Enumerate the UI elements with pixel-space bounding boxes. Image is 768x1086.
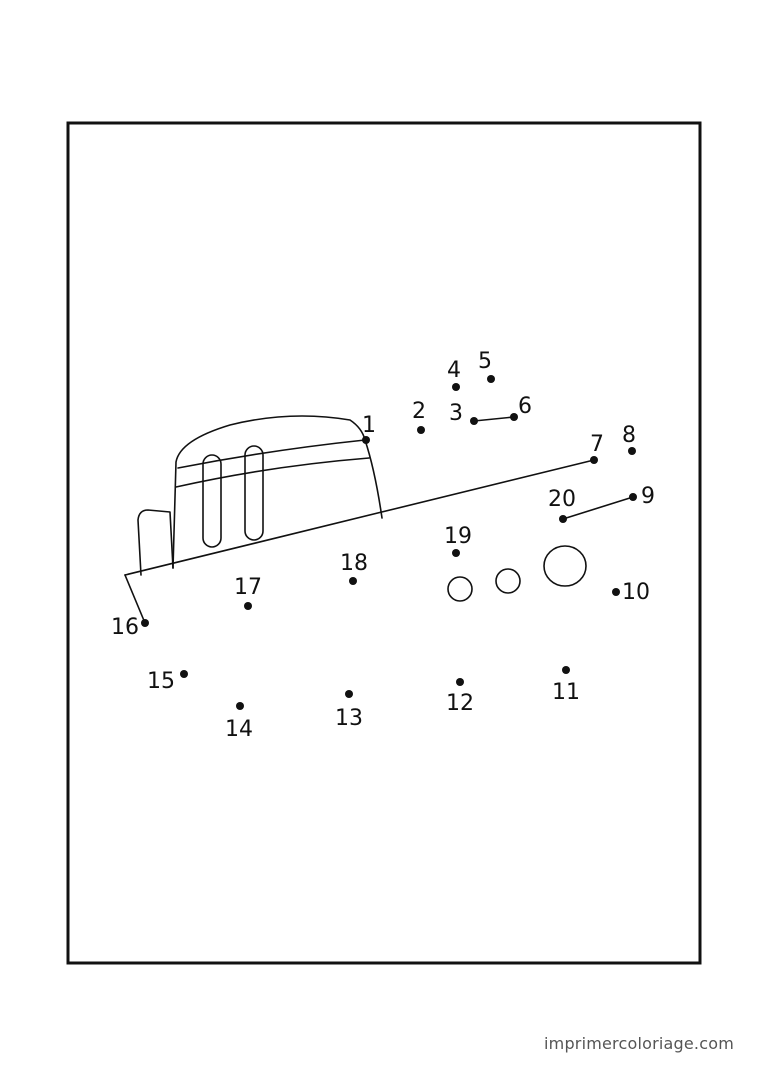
dot-number-label: 20	[548, 487, 576, 512]
dot-number-label: 9	[641, 484, 655, 509]
dot-13: 13	[335, 690, 363, 731]
dot-number-label: 12	[446, 691, 474, 716]
dot-marker	[628, 447, 636, 455]
dot-17: 17	[234, 575, 262, 610]
dot-marker	[452, 383, 460, 391]
dot-number-label: 16	[111, 615, 139, 640]
dot-number-label: 11	[552, 680, 580, 705]
dot-marker	[244, 602, 252, 610]
boat-deck-line	[124, 459, 595, 576]
site-footer: imprimercoloriage.com	[544, 1034, 734, 1053]
dot-6: 6	[510, 394, 532, 421]
dot-3: 3	[449, 401, 478, 426]
boat-cabin-stripe-top	[177, 439, 366, 469]
boat-small-cabin	[137, 509, 174, 576]
connector-3-6	[473, 416, 515, 422]
dot-number-label: 18	[340, 551, 368, 576]
dot-number-label: 6	[518, 394, 532, 419]
dot-marker	[349, 577, 357, 585]
dot-18: 18	[340, 551, 368, 585]
dot-number-label: 10	[622, 580, 650, 605]
dot-marker	[180, 670, 188, 678]
dot-marker	[510, 413, 518, 421]
dot-11: 11	[552, 666, 580, 705]
boat-window-2	[244, 445, 264, 541]
dot-number-label: 14	[225, 717, 253, 742]
porthole-large	[543, 545, 587, 587]
page-frame	[66, 121, 702, 965]
dot-4: 4	[447, 358, 461, 391]
dot-marker	[362, 436, 370, 444]
dot-number-label: 7	[590, 432, 604, 457]
dot-1: 1	[362, 413, 376, 444]
dot-number-label: 13	[335, 706, 363, 731]
connector-20-9	[562, 496, 634, 520]
dot-marker	[612, 588, 620, 596]
dot-number-label: 8	[622, 423, 636, 448]
dot-marker	[456, 678, 464, 686]
dot-16: 16	[111, 615, 149, 640]
dot-9: 9	[629, 484, 655, 509]
boat-cabin-roof	[172, 415, 383, 569]
dot-marker	[452, 549, 460, 557]
porthole-small	[447, 576, 473, 602]
boat-outline-drawing	[124, 415, 634, 624]
dot-20: 20	[548, 487, 576, 523]
dot-marker	[470, 417, 478, 425]
dot-14: 14	[225, 702, 253, 742]
dot-marker	[562, 666, 570, 674]
dot-19: 19	[444, 524, 472, 557]
dot-number-label: 2	[412, 399, 426, 424]
dot-number-label: 15	[147, 669, 175, 694]
dot-12: 12	[446, 678, 474, 716]
dot-5: 5	[478, 349, 495, 383]
dot-number-label: 1	[362, 413, 376, 438]
boat-window-1	[202, 454, 222, 548]
dot-number-label: 17	[234, 575, 262, 600]
dot-marker	[345, 690, 353, 698]
boat-bow-line	[124, 574, 146, 624]
boat-cabin-stripe-bottom	[175, 457, 370, 488]
dot-15: 15	[147, 669, 188, 694]
dot-marker	[629, 493, 637, 501]
dot-number-label: 3	[449, 401, 463, 426]
dot-marker	[487, 375, 495, 383]
dot-marker	[417, 426, 425, 434]
dot-2: 2	[412, 399, 426, 434]
dot-8: 8	[622, 423, 636, 455]
dot-number-label: 4	[447, 358, 461, 383]
dot-marker	[236, 702, 244, 710]
dot-10: 10	[612, 580, 650, 605]
dot-marker	[559, 515, 567, 523]
dot-marker	[141, 619, 149, 627]
dot-number-label: 19	[444, 524, 472, 549]
porthole-medium	[495, 568, 521, 594]
dot-7: 7	[590, 432, 604, 464]
dot-marker	[590, 456, 598, 464]
dot-number-label: 5	[478, 349, 492, 374]
